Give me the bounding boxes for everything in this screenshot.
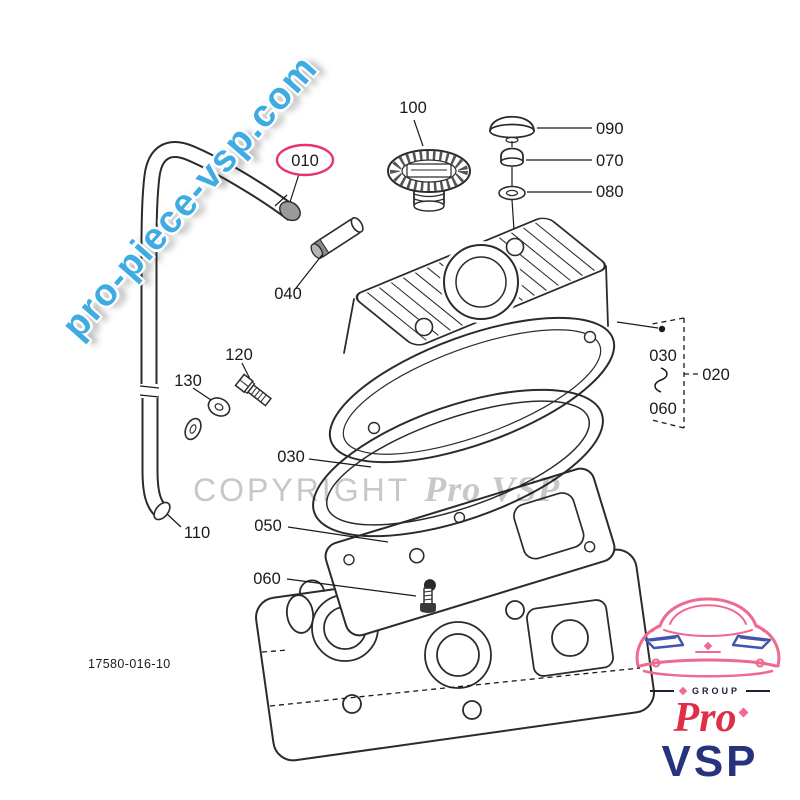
logo-pro-text: Pro (628, 696, 792, 740)
part-label-030: 030 (277, 448, 305, 466)
part-label-040: 040 (274, 285, 302, 303)
copyright-brand: Pro VSP (424, 469, 561, 509)
leader-lines (166, 119, 666, 597)
part-label-100: 100 (399, 99, 427, 117)
copyright-text: COPYRIGHT (193, 472, 411, 508)
hose-joint-drawing (310, 216, 364, 259)
breather-pipe-drawing (139, 141, 301, 521)
valve-cover-drawing (328, 217, 616, 464)
gasket-drawing (312, 388, 604, 538)
part-label-030-kit: 030 (649, 347, 677, 365)
part-label-070: 070 (596, 152, 624, 170)
breather-cap-drawing (489, 115, 535, 144)
ref-number: 17580-016-10 (88, 657, 171, 671)
part-label-060: 060 (253, 570, 281, 588)
provsp-logo: GROUP Pro VSP (628, 574, 792, 784)
part-label-020: 020 (702, 366, 730, 384)
cap-nut-drawing (500, 147, 524, 167)
highlight-ellipse-010 (275, 143, 335, 177)
part-label-110: 110 (184, 524, 210, 542)
part-label-090: 090 (596, 120, 624, 138)
bolt-drawing (234, 373, 273, 407)
logo-group-label: GROUP (691, 686, 740, 696)
part-label-130: 130 (174, 372, 202, 390)
washer-drawing (498, 141, 526, 231)
logo-pro-word: Pro (673, 695, 737, 741)
logo-vsp-text: VSP (661, 737, 759, 787)
group-diamond-icon (678, 686, 688, 696)
pro-diamond-icon (738, 707, 748, 718)
car-icon (635, 597, 781, 678)
copyright-watermark: COPYRIGHT Pro VSP (193, 468, 560, 510)
stud-drawing (420, 587, 436, 613)
part-label-060-kit: 060 (649, 400, 677, 418)
kit-bracket (651, 317, 698, 429)
group-line-right (746, 690, 770, 692)
group-line-left (649, 690, 674, 692)
logo-group-row: GROUP (628, 686, 792, 696)
part-label-010: 010 (291, 152, 319, 170)
part-label-050: 050 (254, 517, 282, 535)
part-label-120: 120 (225, 346, 253, 364)
filler-cap-drawing (387, 149, 471, 212)
part-label-080: 080 (596, 183, 624, 201)
washer-set-drawing (184, 397, 231, 441)
